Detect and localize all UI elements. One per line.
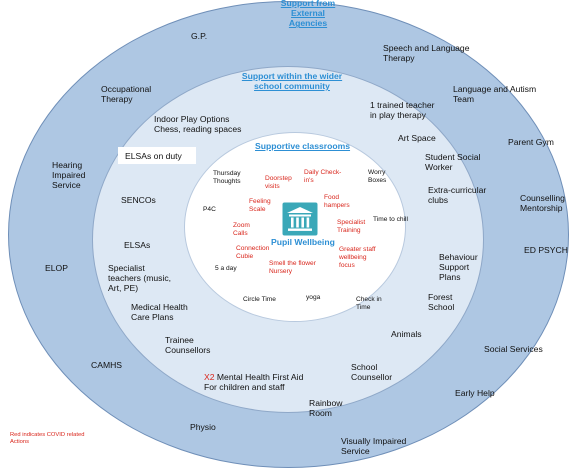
hearing-impaired-label: Hearing Impaired Service: [52, 160, 86, 191]
parent-gym-label: Parent Gym: [508, 137, 554, 147]
visually-impaired-label: Visually Impaired Service: [341, 436, 407, 457]
classical-building-icon: [282, 202, 318, 236]
counselling-label: Counselling Mentorship: [520, 193, 565, 214]
yoga-label: yoga: [306, 294, 321, 301]
time-to-chill-label: Time to chill: [373, 216, 408, 223]
behaviour-support-label: Behaviour Support Plans: [439, 252, 478, 283]
forest-school-label: Forest School: [428, 292, 455, 313]
speech-language-label: Speech and Language Therapy: [383, 43, 470, 64]
trainee-counsellors-label: Trainee Counsellors: [165, 335, 211, 356]
daily-check-in-label: Daily Check- in's: [304, 169, 342, 184]
early-help-label: Early Help: [455, 388, 495, 398]
pupil-wellbeing-label: Pupil Wellbeing: [271, 237, 335, 247]
inner-circle-title: Supportive classrooms: [255, 141, 351, 151]
connection-cubie-label: Connection Cubie: [236, 245, 270, 260]
check-in-time-label: Check in Time: [356, 296, 382, 311]
camhs-label: CAMHS: [91, 360, 123, 370]
ed-psych-label: ED PSYCH: [524, 245, 568, 255]
medical-health-label: Medical Health Care Plans: [131, 302, 188, 323]
smell-the-flower-label: Smell the flower Nursery: [269, 260, 316, 275]
animals-label: Animals: [391, 329, 422, 339]
zoom-calls-label: Zoom Calls: [233, 222, 250, 237]
feeling-scale-label: Feeling Scale: [249, 198, 271, 213]
elsas-label: ELSAs: [124, 240, 151, 250]
doorstep-visits-label: Doorstep visits: [265, 175, 292, 190]
language-autism-label: Language and Autism Team: [453, 84, 537, 105]
indoor-play-label: Indoor Play Options Chess, reading space…: [154, 114, 242, 135]
outer-ring-title: Support from External Agencies: [280, 0, 336, 29]
mhfa-text: Mental Health First Aid For children and…: [204, 372, 304, 393]
mental-health-first-aid-label: X2 Mental Health First Aid For children …: [204, 372, 303, 392]
art-space-label: Art Space: [398, 133, 436, 143]
thursday-thoughts-label: Thursday Thoughts: [213, 170, 241, 185]
mhfa-count: X2: [204, 372, 215, 382]
greater-staff-wellbeing-label: Greater staff wellbeing focus: [339, 246, 376, 269]
five-a-day-label: 5 a day: [215, 265, 237, 272]
social-services-label: Social Services: [484, 344, 543, 354]
specialist-training-label: Specialist Training: [337, 219, 366, 234]
middle-ring-title: Support within the wider school communit…: [241, 71, 343, 92]
circle-time-label: Circle Time: [243, 296, 276, 303]
elop-label: ELOP: [45, 263, 68, 273]
school-counsellor-label: School Counsellor: [351, 362, 393, 383]
physio-label: Physio: [190, 422, 216, 432]
extra-curricular-label: Extra-curricular clubs: [428, 185, 487, 206]
student-social-worker-label: Student Social Worker: [425, 152, 481, 173]
worry-boxes-label: Worry Boxes: [368, 169, 387, 184]
covid-legend: Red indicates COVID related Actions: [10, 432, 85, 445]
p4c-label: P4C: [203, 206, 216, 213]
sencos-label: SENCOs: [121, 195, 156, 205]
specialist-teachers-label: Specialist teachers (music, Art, PE): [108, 263, 172, 294]
trained-teacher-label: 1 trained teacher in play therapy: [370, 100, 435, 121]
elsas-on-duty-box: [118, 147, 196, 164]
food-hampers-label: Food hampers: [324, 194, 350, 209]
rainbow-room-label: Rainbow Room: [309, 398, 343, 419]
gp-label: G.P.: [191, 31, 208, 41]
occupational-therapy-label: Occupational Therapy: [101, 84, 152, 105]
elsas-on-duty-label: ELSAs on duty: [125, 151, 182, 161]
